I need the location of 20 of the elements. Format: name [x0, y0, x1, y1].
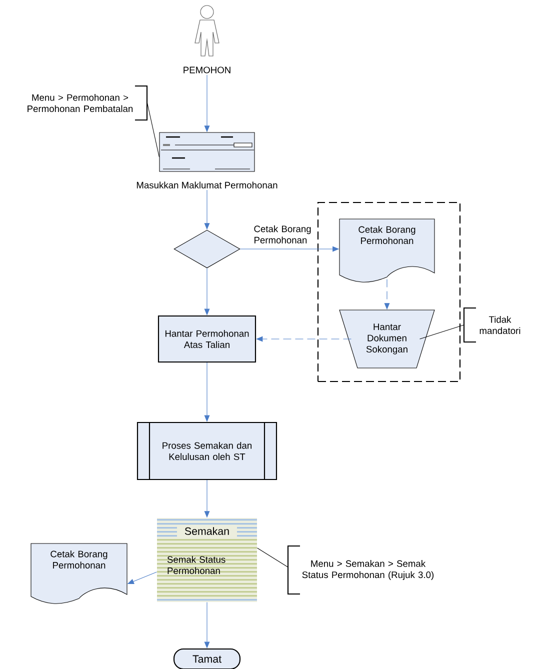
actor-label: PEMOHON: [184, 66, 230, 74]
arrow: [204, 602, 210, 648]
terminator: Tamat: [173, 648, 241, 669]
dashed-group-box: [317, 202, 461, 382]
annotation-text: Menu > Semakan > Semak Status Permohonan (Rujuk 3.0): [302, 560, 434, 580]
form-caption: Masukkan Maklumat Permohonan: [136, 182, 278, 188]
screen-panel: Semakan Semak Status Permohonan: [157, 518, 257, 602]
leader-line: [147, 102, 160, 158]
leader-line: [419, 324, 464, 340]
arrow: [204, 362, 210, 422]
arrow: [256, 336, 352, 342]
arrow: [204, 268, 210, 316]
edge-label: Cetak Borang Permohonan: [254, 225, 311, 244]
manual-operation-trapezoid: Hantar Dokumen Sokongan: [339, 310, 435, 368]
annotation-text: Menu > Permohonan > Permohonan Pembatalan: [28, 94, 133, 112]
predefined-process-box: Proses Semakan dan Kelulusan oleh ST: [136, 422, 278, 480]
decision-diamond: [174, 230, 240, 268]
leader-line: [257, 548, 288, 568]
annotation-text: Tidak mandatori: [480, 316, 520, 334]
process-box: Hantar Permohonan Atas Talian: [158, 315, 256, 363]
